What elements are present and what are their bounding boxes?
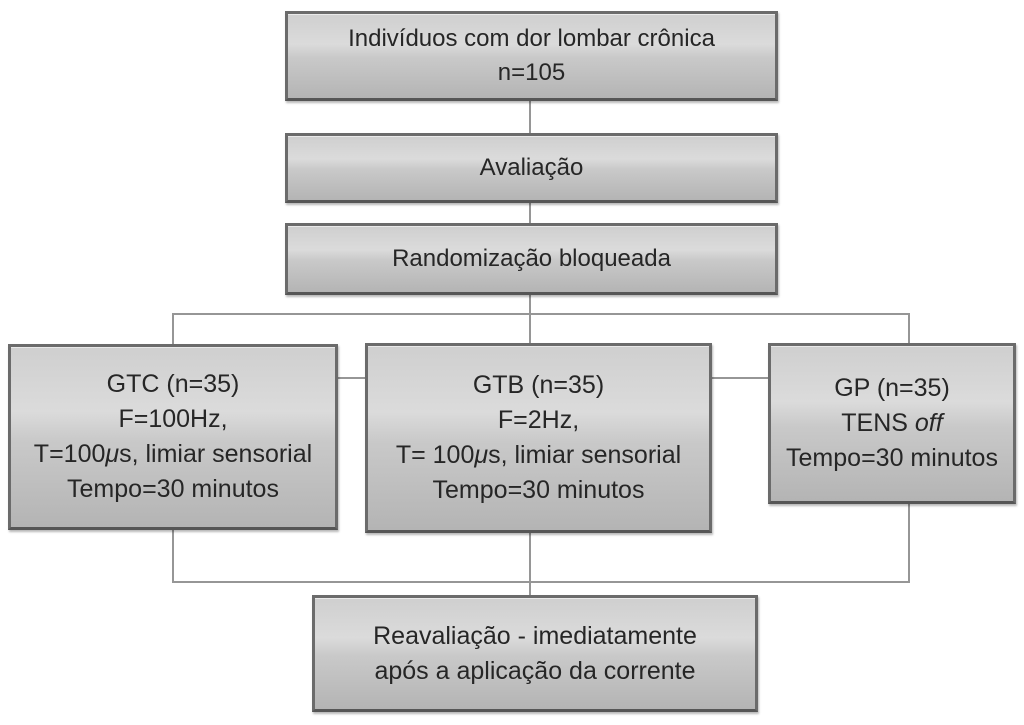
box-reavaliacao-line2: após a aplicação da corrente: [374, 656, 696, 685]
box-gtb: GTB (n=35) F=2Hz, T= 100μs, limiar senso…: [365, 343, 712, 533]
box-randomizacao: Randomização bloqueada: [285, 223, 778, 295]
box-gtc-line3-mu: μ: [105, 440, 120, 468]
box-gtc: GTC (n=35) F=100Hz, T=100μs, limiar sens…: [8, 344, 338, 530]
connector-gp-to-merge: [908, 504, 910, 583]
box-gtb-line4: Tempo=30 minutos: [432, 476, 645, 504]
box-gtc-line1: GTC (n=35): [106, 370, 240, 398]
box-individuos-line1: Indivíduos com dor lombar crônica: [348, 25, 715, 52]
connector-gtc-to-gtb: [338, 377, 365, 379]
box-gp: GP (n=35) TENS off Tempo=30 minutos: [768, 343, 1016, 504]
box-reavaliacao-line1: Reavaliação - imediatamente: [373, 621, 697, 650]
box-gtc-line2: F=100Hz,: [118, 405, 228, 433]
box-gtb-line1: GTB (n=35): [472, 371, 605, 399]
box-gtb-line3-mu: μ: [474, 441, 489, 469]
connector-individuos-to-avaliacao: [529, 101, 531, 133]
connector-avaliacao-to-randomizacao: [529, 203, 531, 223]
box-gtc-line4: Tempo=30 minutos: [67, 475, 279, 503]
box-gp-line1: GP (n=35): [834, 374, 950, 402]
box-reavaliacao: Reavaliação - imediatamente após a aplic…: [312, 595, 758, 712]
box-gp-line2: TENS off: [841, 406, 942, 441]
box-gp-line2-off: off: [914, 409, 943, 437]
box-avaliacao-line1: Avaliação: [479, 154, 584, 181]
box-gtc-line3-post: s, limiar sensorial: [119, 440, 313, 468]
box-gp-line3: Tempo=30 minutos: [786, 444, 998, 472]
box-gtb-line3: T= 100μs, limiar sensorial: [396, 438, 681, 473]
box-gp-line2-pre: TENS: [841, 409, 915, 437]
box-avaliacao: Avaliação: [285, 133, 778, 203]
connector-branch-to-gtc: [172, 313, 174, 344]
box-gtc-line3: T=100μs, limiar sensorial: [34, 437, 312, 472]
connector-randomizacao-to-gtb: [529, 295, 531, 343]
box-individuos: Indivíduos com dor lombar crônica n=105: [285, 11, 778, 101]
box-gtb-line3-pre: T= 100: [395, 441, 475, 469]
connector-gtb-to-gp: [712, 377, 768, 379]
box-randomizacao-line1: Randomização bloqueada: [392, 245, 671, 272]
connector-gtc-to-merge: [172, 530, 174, 583]
connector-merge-horizontal: [172, 581, 910, 583]
box-gtc-line3-pre: T=100: [33, 440, 106, 468]
box-gtb-line2: F=2Hz,: [497, 406, 580, 434]
connector-branch-horizontal: [172, 313, 910, 315]
box-individuos-line2: n=105: [497, 59, 566, 86]
connector-gtb-to-reavaliacao: [529, 533, 531, 595]
box-gtb-line3-post: s, limiar sensorial: [488, 441, 682, 469]
connector-branch-to-gp: [908, 313, 910, 343]
